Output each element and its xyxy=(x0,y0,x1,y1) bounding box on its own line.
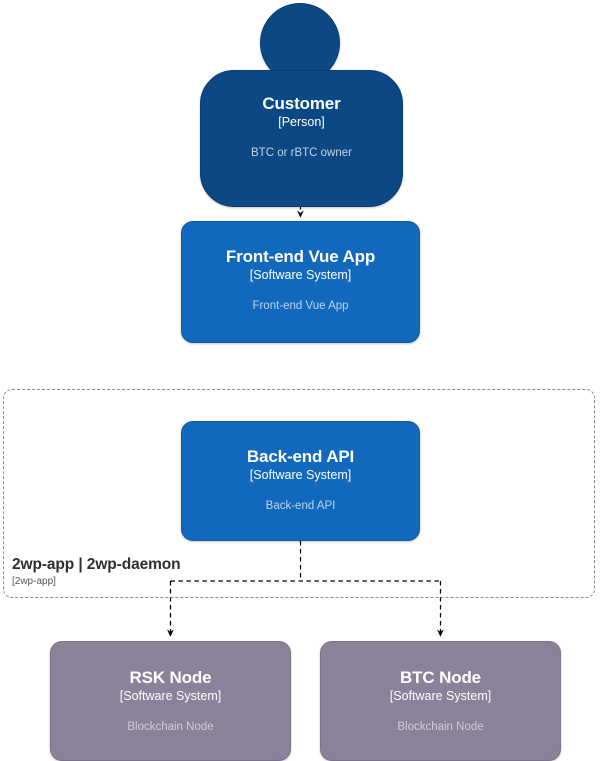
node-title-rsk-node: RSK Node xyxy=(129,668,212,687)
node-type-rsk-node: [Software System] xyxy=(119,689,222,704)
node-description-rsk-node: Blockchain Node xyxy=(127,720,214,733)
node-description-backend-api: Back-end API xyxy=(265,499,336,512)
boundary-name: 2wp-app | 2wp-daemon xyxy=(12,556,181,573)
node-description-btc-node: Blockchain Node xyxy=(397,720,484,733)
node-rsk-node[interactable]: RSK Node [Software System] Blockchain No… xyxy=(50,641,291,761)
node-frontend-vue-app[interactable]: Front-end Vue App [Software System] Fron… xyxy=(181,221,420,343)
person-body: Customer [Person] BTC or rBTC owner xyxy=(200,70,403,207)
boundary-label-2wp-app: 2wp-app | 2wp-daemon [2wp-app] xyxy=(12,556,181,587)
boundary-type-label: [2wp-app] xyxy=(12,575,56,587)
node-title-customer: Customer xyxy=(262,94,341,113)
node-customer[interactable]: Customer [Person] BTC or rBTC owner xyxy=(200,2,403,207)
node-type-btc-node: [Software System] xyxy=(389,689,492,704)
node-backend-api[interactable]: Back-end API [Software System] Back-end … xyxy=(181,421,420,541)
node-title-backend-api: Back-end API xyxy=(246,447,355,466)
node-type-frontend-vue-app: [Software System] xyxy=(249,268,352,283)
node-title-frontend-vue-app: Front-end Vue App xyxy=(225,247,376,266)
node-type-customer: [Person] xyxy=(278,115,325,130)
boundary-2wp-app xyxy=(3,389,595,598)
person-head-icon xyxy=(260,3,340,83)
node-btc-node[interactable]: BTC Node [Software System] Blockchain No… xyxy=(320,641,561,761)
node-description-frontend-vue-app: Front-end Vue App xyxy=(252,299,349,312)
node-type-backend-api: [Software System] xyxy=(249,468,352,483)
node-description-customer: BTC or rBTC owner xyxy=(251,146,352,159)
node-title-btc-node: BTC Node xyxy=(400,668,481,687)
